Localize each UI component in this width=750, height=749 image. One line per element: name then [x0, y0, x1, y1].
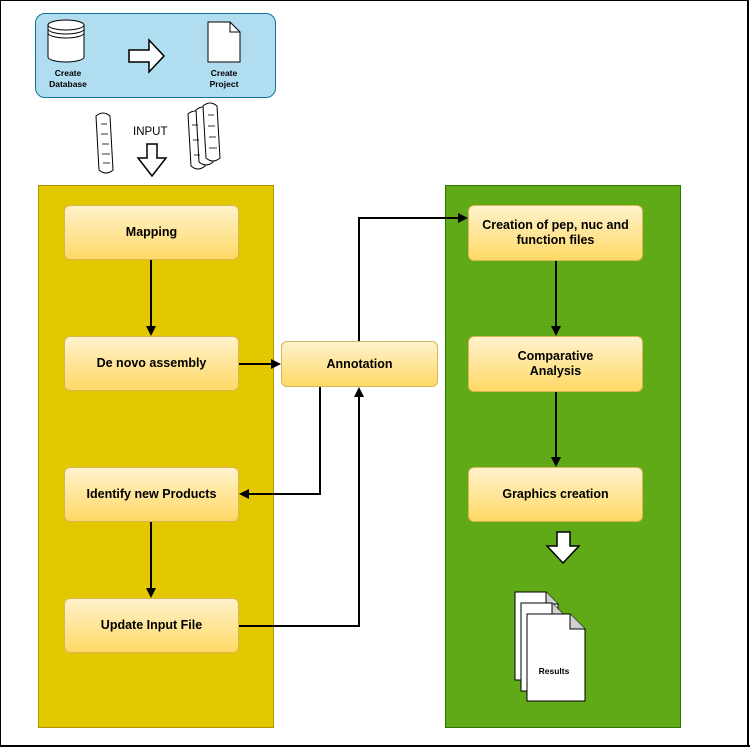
frame-right-edge: [747, 0, 749, 747]
input-tapes-icon: [187, 102, 221, 170]
edge-update-annotation: [239, 387, 364, 627]
input-label: INPUT: [133, 126, 168, 138]
mapping-step[interactable]: Mapping: [64, 205, 239, 260]
edge-annotation-creation: [358, 213, 468, 341]
document-icon: [207, 21, 241, 63]
database-icon: [47, 19, 85, 63]
comparative-analysis-step[interactable]: Comparative Analysis: [468, 336, 643, 392]
input-tape-icon: [95, 112, 114, 174]
create-database-label: Create Database: [49, 68, 87, 89]
creation-files-step[interactable]: Creation of pep, nuc and function files: [468, 205, 643, 261]
graphics-creation-step[interactable]: Graphics creation: [468, 467, 643, 522]
arrow-down-icon: [136, 143, 168, 178]
results-label: Results: [538, 666, 570, 676]
arrow-right-icon: [128, 38, 166, 74]
identify-new-products-step[interactable]: Identify new Products: [64, 467, 239, 522]
update-input-file-step[interactable]: Update Input File: [64, 598, 239, 653]
results-documents-icon: [514, 591, 586, 702]
create-project-label: Create Project: [209, 68, 239, 89]
frame-bottom-edge: [0, 745, 750, 747]
annotation-step[interactable]: Annotation: [281, 341, 438, 387]
edge-annotation-identify: [239, 387, 321, 499]
results-arrow-icon: [545, 531, 581, 565]
de-novo-assembly-step[interactable]: De novo assembly: [64, 336, 239, 391]
